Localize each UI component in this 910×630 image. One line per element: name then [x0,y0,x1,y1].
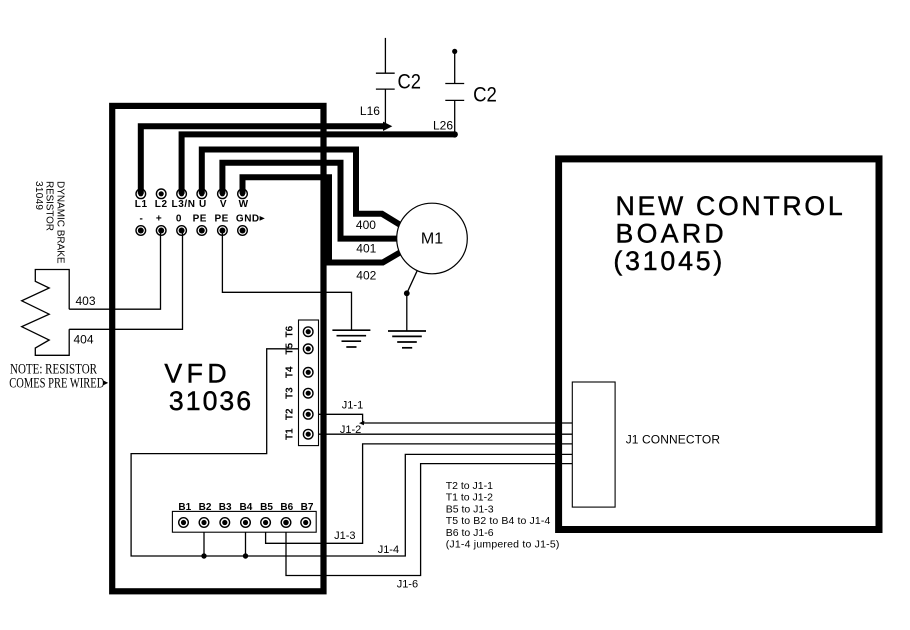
svg-text:0: 0 [176,213,182,224]
svg-text:T1: T1 [285,428,296,440]
svg-text:-: - [140,213,143,224]
svg-text:L16: L16 [360,104,380,118]
svg-text:NEW CONTROL: NEW CONTROL [616,191,843,221]
svg-text:W: W [239,199,249,210]
svg-text:T2 to J1-1: T2 to J1-1 [446,480,493,492]
svg-text:B4: B4 [240,502,253,513]
svg-text:B7: B7 [301,502,314,513]
svg-text:402: 402 [356,268,376,282]
svg-text:J1-6: J1-6 [397,578,418,590]
svg-text:C2: C2 [398,71,422,94]
svg-text:B1: B1 [178,502,191,513]
svg-text:T6: T6 [285,325,296,337]
svg-text:L3/N: L3/N [172,199,196,210]
svg-text:J1 CONNECTOR: J1 CONNECTOR [626,433,721,447]
svg-text:VFD: VFD [164,358,226,388]
svg-text:403: 403 [76,294,96,308]
svg-text:B6 to J1-6: B6 to J1-6 [446,527,494,539]
svg-text:T2: T2 [285,408,296,420]
svg-text:31049: 31049 [33,181,44,210]
svg-text:J1-4: J1-4 [378,544,399,556]
svg-text:404: 404 [74,333,94,347]
svg-text:M1: M1 [421,231,443,248]
svg-text:J1-3: J1-3 [334,530,355,542]
svg-text:BOARD: BOARD [616,219,724,249]
svg-text:L2: L2 [155,199,168,210]
svg-text:NOTE: RESISTOR: NOTE: RESISTOR [10,361,97,377]
svg-text:PE: PE [215,213,229,224]
svg-text:L26: L26 [433,119,453,133]
svg-text:B2: B2 [199,502,212,513]
svg-text:(31045): (31045) [613,246,722,276]
svg-text:400: 400 [356,218,376,232]
svg-text:COMES PRE WIRED: COMES PRE WIRED [9,376,104,392]
svg-text:401: 401 [356,241,376,255]
svg-text:GND: GND [236,213,260,224]
svg-text:C2: C2 [473,83,497,106]
svg-text:31036: 31036 [169,386,251,416]
svg-text:B6: B6 [280,502,293,513]
svg-text:T1 to J1-2: T1 to J1-2 [446,492,493,504]
svg-text:RESISTOR: RESISTOR [44,181,55,231]
svg-text:(J1-4 jumpered to J1-5): (J1-4 jumpered to J1-5) [446,539,560,551]
svg-text:DYNAMIC BRAKE: DYNAMIC BRAKE [55,181,66,264]
svg-text:V: V [220,199,227,210]
svg-text:+: + [156,213,162,224]
svg-text:B3: B3 [219,502,232,513]
svg-text:T5 to B2 to B4 to J1-4: T5 to B2 to B4 to J1-4 [446,515,551,527]
svg-text:B5: B5 [260,502,273,513]
svg-text:U: U [199,199,206,210]
svg-text:PE: PE [193,213,207,224]
svg-text:J1-1: J1-1 [342,400,363,412]
svg-text:T3: T3 [285,387,296,399]
svg-text:J1-2: J1-2 [340,424,361,436]
svg-text:T4: T4 [285,366,296,378]
svg-text:T5: T5 [285,343,296,355]
svg-text:B5 to J1-3: B5 to J1-3 [446,503,494,515]
svg-text:L1: L1 [135,199,148,210]
